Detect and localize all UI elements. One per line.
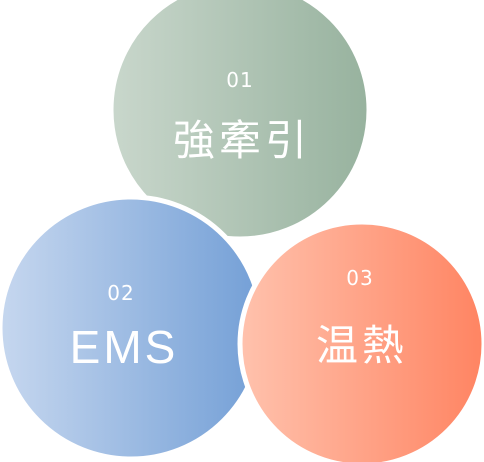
circle-2-title: EMS	[70, 321, 179, 373]
circle-heat	[237, 219, 484, 462]
circle-1-title: 強牽引	[173, 116, 311, 165]
circle-strong-traction	[108, 0, 372, 242]
circle-2-number: 02	[107, 281, 134, 305]
circle-3-title: 温熱	[316, 321, 408, 370]
circle-1-number: 01	[226, 68, 253, 92]
circle-3-number: 03	[346, 266, 373, 290]
